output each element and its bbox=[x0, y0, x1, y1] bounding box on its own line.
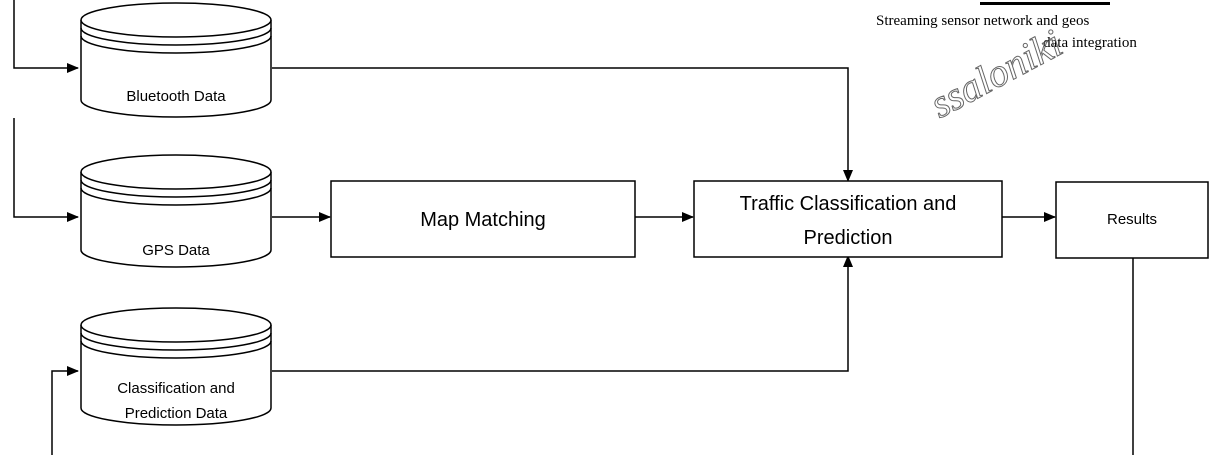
arrow-into-classification-data bbox=[51, 366, 79, 455]
database-gps: GPS Data bbox=[80, 154, 272, 268]
arrow-into-bluetooth bbox=[13, 0, 79, 73]
arrow-into-gps bbox=[13, 118, 79, 222]
process-results: Results bbox=[1055, 181, 1209, 259]
traffic-label-line2: Prediction bbox=[804, 227, 893, 249]
caption-bar bbox=[980, 2, 1110, 5]
traffic-label-line1: Traffic Classification and bbox=[740, 193, 957, 215]
database-bluetooth: Bluetooth Data bbox=[80, 2, 272, 118]
results-label: Results bbox=[1107, 211, 1157, 228]
gps-data-label: GPS Data bbox=[142, 242, 210, 259]
bluetooth-data-label: Bluetooth Data bbox=[126, 88, 226, 105]
process-map-matching: Map Matching bbox=[330, 180, 636, 258]
map-matching-label: Map Matching bbox=[420, 209, 546, 231]
arrow-bluetooth-to-traffic bbox=[272, 67, 853, 182]
process-traffic-classification: Traffic Classification and Prediction bbox=[693, 180, 1003, 258]
connectors bbox=[13, 0, 1134, 455]
caption-line-1: Streaming sensor network and geos bbox=[876, 13, 1089, 29]
watermark-text: ssaloniki bbox=[923, 20, 1070, 127]
arrow-classification-to-traffic bbox=[272, 255, 853, 372]
classification-data-label-line2: Prediction Data bbox=[125, 405, 228, 422]
database-classification-prediction: Classification and Prediction Data bbox=[80, 307, 272, 426]
caption-line-2: data integration bbox=[1043, 35, 1137, 51]
classification-data-label-line1: Classification and bbox=[117, 380, 235, 397]
